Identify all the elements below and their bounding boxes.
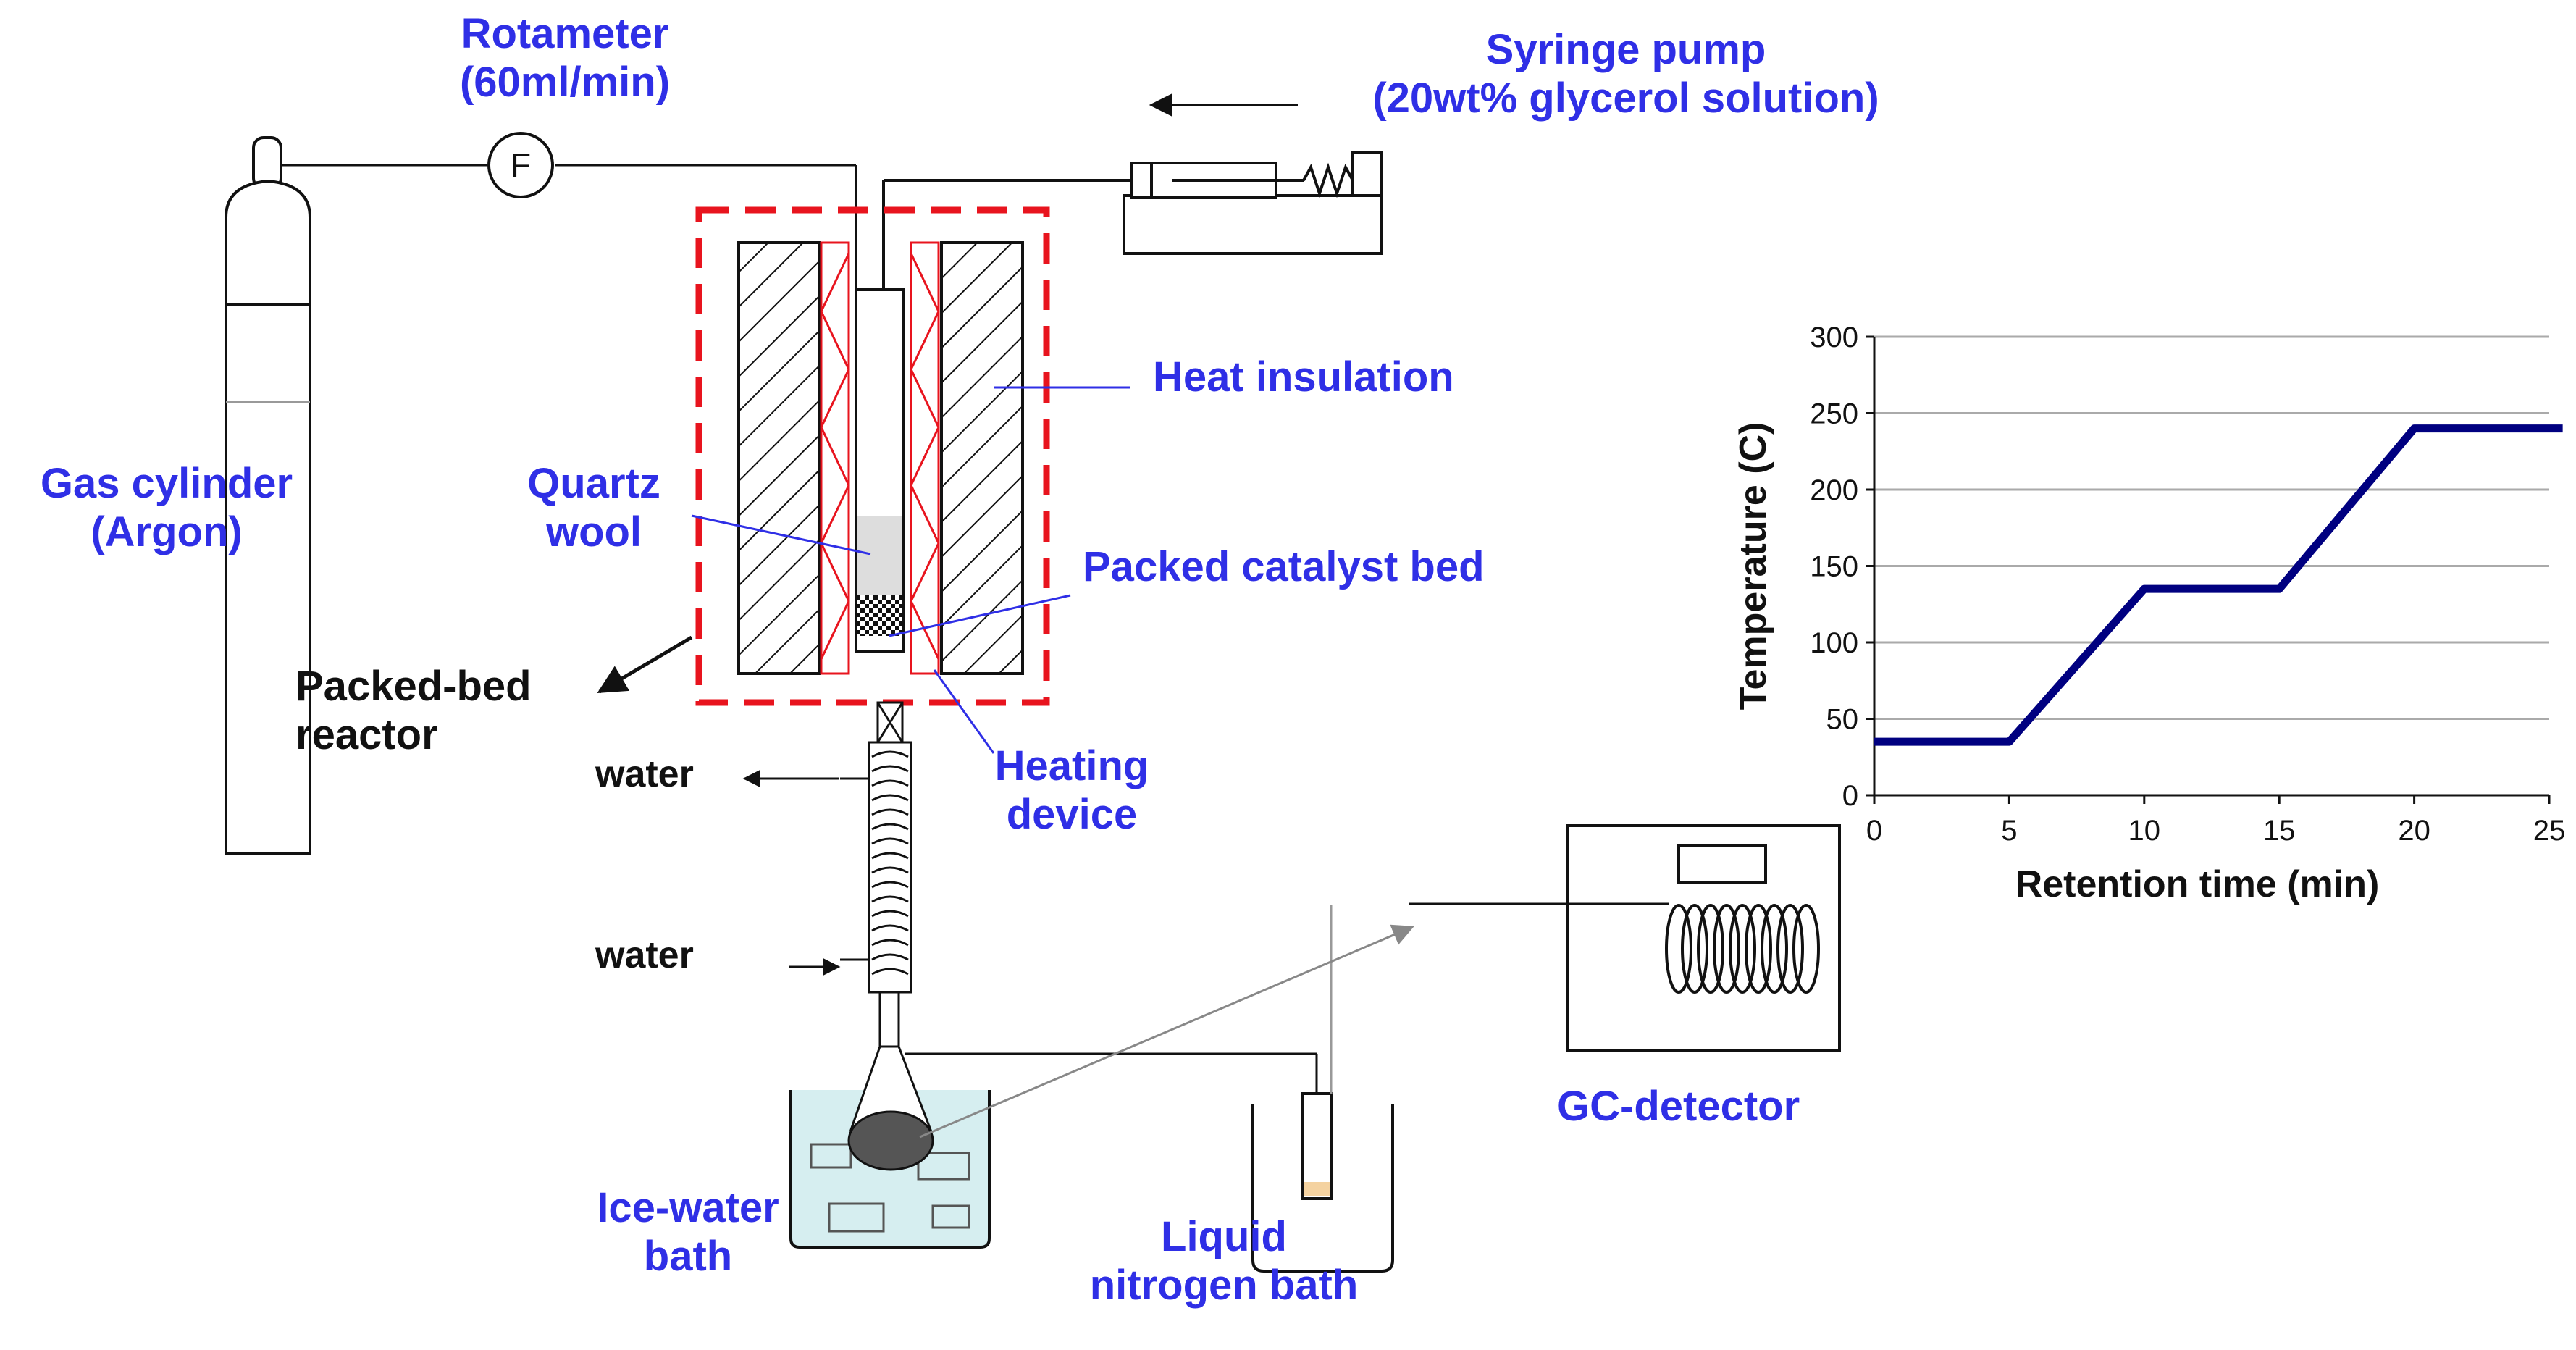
x-tick-label: 15 <box>2263 815 2296 847</box>
rotameter-label: Rotameter (60ml/min) <box>435 10 695 106</box>
quartz-wool-line1: Quartz <box>527 460 660 507</box>
pointer-lines <box>691 386 1130 754</box>
liquid-nitrogen-bath-line1: Liquid <box>1161 1213 1287 1260</box>
syringe-pump-label: Syringe pump (20wt% glycerol solution) <box>1325 26 1926 122</box>
syringe-pump-name: Syringe pump <box>1485 26 1766 73</box>
liquid-nitrogen-bath-line2: nitrogen bath <box>1089 1261 1359 1309</box>
quartz-tube <box>855 288 905 653</box>
water-outlet-label: water <box>595 753 694 795</box>
heating-device-line2: device <box>1006 790 1138 838</box>
ice-water-bath-line1: Ice-water <box>597 1184 779 1231</box>
reactor-pointer-arrow <box>597 635 693 694</box>
packed-bed-reactor-label: Packed-bed reactor <box>295 663 532 759</box>
heat-insulation-label: Heat insulation <box>1153 353 1454 401</box>
gas-cylinder-name: Gas cylinder <box>40 460 293 507</box>
syringe-pump-solution: (20wt% glycerol solution) <box>1372 74 1879 122</box>
water-inlet-label: water <box>595 934 694 976</box>
gc-detector <box>1409 824 1841 1052</box>
syringe-pump <box>882 151 1383 290</box>
y-tick-label: 150 <box>1810 551 1858 583</box>
heating-coils <box>820 241 940 675</box>
packed-catalyst-bed-label: Packed catalyst bed <box>1083 543 1485 590</box>
x-tick-label: 10 <box>2128 815 2161 847</box>
reactor-insulation <box>737 241 1024 675</box>
gas-cylinder <box>225 136 311 855</box>
y-tick-label: 250 <box>1810 398 1858 430</box>
ice-water-bath-line2: bath <box>643 1232 733 1280</box>
sampling-arrow <box>919 924 1414 1139</box>
x-tick-label: 0 <box>1866 815 1882 847</box>
condenser <box>840 701 912 994</box>
gas-line <box>281 164 857 290</box>
rotameter-symbol <box>487 132 554 198</box>
y-axis-title: Temperature (C) <box>1732 422 1774 710</box>
packed-bed-reactor-line2: reactor <box>295 710 438 758</box>
quartz-wool-line2: wool <box>545 508 642 555</box>
y-tick-label: 300 <box>1810 322 1858 353</box>
heating-device-label: Heating device <box>963 742 1180 839</box>
heating-device-line1: Heating <box>994 742 1149 789</box>
x-tick-label: 25 <box>2533 815 2566 847</box>
collection-flask <box>847 991 1318 1171</box>
y-tick-label: 50 <box>1826 704 1859 736</box>
flowmeter-letter: F <box>511 146 531 184</box>
quartz-wool-label: Quartz wool <box>507 460 681 556</box>
liquid-nitrogen-bath <box>1251 905 1394 1273</box>
x-tick-label: 20 <box>2398 815 2430 847</box>
rotameter-name: Rotameter <box>461 10 669 57</box>
x-tick-label: 5 <box>2001 815 2017 847</box>
rotameter-flow-rate: (60ml/min) <box>459 58 671 106</box>
x-axis-title: Retention time (min) <box>2015 863 2380 905</box>
packed-bed-reactor-line1: Packed-bed <box>295 663 532 710</box>
gc-detector-label: GC-detector <box>1557 1083 1800 1130</box>
temperature-series-line <box>1874 424 2563 746</box>
liquid-nitrogen-bath-label: Liquid nitrogen bath <box>1079 1213 1369 1309</box>
y-tick-label: 100 <box>1810 627 1858 659</box>
y-tick-label: 0 <box>1842 780 1858 812</box>
ice-water-bath-label: Ice-water bath <box>572 1184 804 1280</box>
gas-cylinder-label: Gas cylinder (Argon) <box>0 460 333 556</box>
gas-cylinder-gas: (Argon) <box>91 508 243 555</box>
y-tick-label: 200 <box>1810 474 1858 506</box>
